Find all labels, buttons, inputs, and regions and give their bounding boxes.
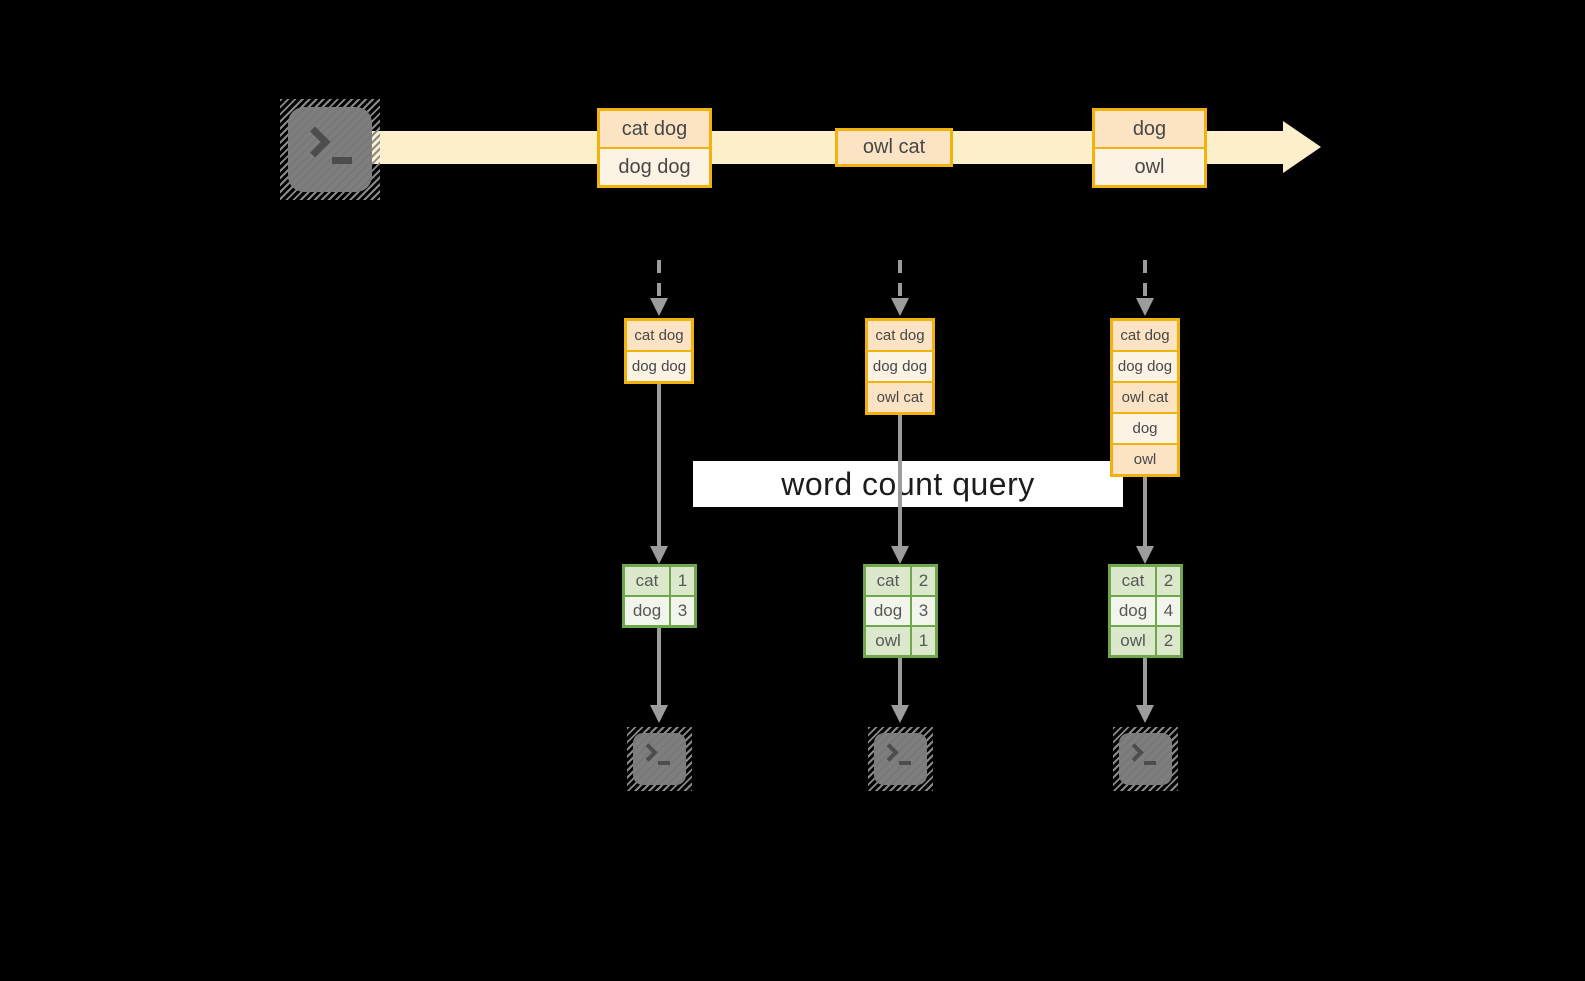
arrowhead-icon: [891, 298, 909, 316]
log-entry: cat dog: [627, 321, 691, 350]
arrowhead-icon: [650, 298, 668, 316]
prompt-underscore-icon: [332, 157, 352, 164]
arrowhead-icon: [1136, 705, 1154, 723]
arrowhead-icon: [650, 705, 668, 723]
prompt-chevron-icon: [880, 743, 899, 762]
log-entry: dog dog: [868, 352, 932, 381]
event-log-3: cat dog dog dog owl cat dog owl: [1110, 318, 1180, 477]
consumer-terminal-icon-1: [627, 727, 692, 791]
arrowhead-icon: [1136, 546, 1154, 564]
prompt-chevron-icon: [639, 743, 658, 762]
count-word: cat: [1111, 567, 1155, 595]
stream-event-group-2: owl cat: [835, 128, 953, 167]
event-log-2: cat dog dog dog owl cat: [865, 318, 935, 415]
arrowhead-icon: [891, 546, 909, 564]
count-value: 3: [671, 597, 694, 625]
dashed-arrow-line: [898, 260, 902, 300]
dashed-arrow-line: [657, 260, 661, 300]
arrow-line: [657, 628, 661, 705]
prompt-chevron-icon: [1125, 743, 1144, 762]
log-entry: dog dog: [627, 352, 691, 381]
arrowhead-icon: [891, 705, 909, 723]
count-table-1: cat 1 dog 3: [622, 564, 697, 628]
stream-event: dog dog: [600, 149, 709, 185]
log-entry: cat dog: [1113, 321, 1177, 350]
stream-event: cat dog: [600, 111, 709, 147]
count-word: dog: [866, 597, 910, 625]
query-banner: word count query: [693, 461, 1123, 507]
log-entry: cat dog: [868, 321, 932, 350]
dashed-arrow-line: [1143, 260, 1147, 300]
stream-event: dog: [1095, 111, 1204, 147]
count-table-2: cat 2 dog 3 owl 1: [863, 564, 938, 658]
arrow-line: [898, 658, 902, 705]
count-word: owl: [866, 627, 910, 655]
log-entry: dog dog: [1113, 352, 1177, 381]
log-entry: owl cat: [868, 383, 932, 412]
terminal-icon: [288, 107, 372, 192]
stream-event-group-3: dog owl: [1092, 108, 1207, 188]
count-value: 2: [1157, 567, 1180, 595]
terminal-icon: [874, 733, 927, 785]
count-value: 1: [912, 627, 935, 655]
stream-event-group-1: cat dog dog dog: [597, 108, 712, 188]
stream-event: owl cat: [838, 131, 950, 164]
arrow-line: [657, 384, 661, 546]
count-word: dog: [1111, 597, 1155, 625]
arrow-line: [898, 415, 902, 546]
prompt-underscore-icon: [899, 761, 911, 765]
count-word: dog: [625, 597, 669, 625]
event-stream-arrowhead-icon: [1283, 121, 1321, 173]
event-log-1: cat dog dog dog: [624, 318, 694, 384]
count-value: 2: [912, 567, 935, 595]
arrowhead-icon: [650, 546, 668, 564]
prompt-underscore-icon: [1144, 761, 1156, 765]
count-value: 4: [1157, 597, 1180, 625]
arrow-line: [1143, 658, 1147, 705]
count-word: owl: [1111, 627, 1155, 655]
query-banner-label: word count query: [781, 465, 1035, 502]
count-value: 2: [1157, 627, 1180, 655]
consumer-terminal-icon-3: [1113, 727, 1178, 791]
count-word: cat: [625, 567, 669, 595]
prompt-chevron-icon: [299, 126, 331, 158]
log-entry: owl cat: [1113, 383, 1177, 412]
prompt-underscore-icon: [658, 761, 670, 765]
count-value: 1: [671, 567, 694, 595]
producer-terminal-icon: [280, 99, 380, 200]
count-table-3: cat 2 dog 4 owl 2: [1108, 564, 1183, 658]
arrowhead-icon: [1136, 298, 1154, 316]
consumer-terminal-icon-2: [868, 727, 933, 791]
count-word: cat: [866, 567, 910, 595]
count-value: 3: [912, 597, 935, 625]
log-entry: dog: [1113, 414, 1177, 443]
terminal-icon: [1119, 733, 1172, 785]
arrow-line: [1143, 477, 1147, 546]
terminal-icon: [633, 733, 686, 785]
stream-event: owl: [1095, 149, 1204, 185]
log-entry: owl: [1113, 445, 1177, 474]
